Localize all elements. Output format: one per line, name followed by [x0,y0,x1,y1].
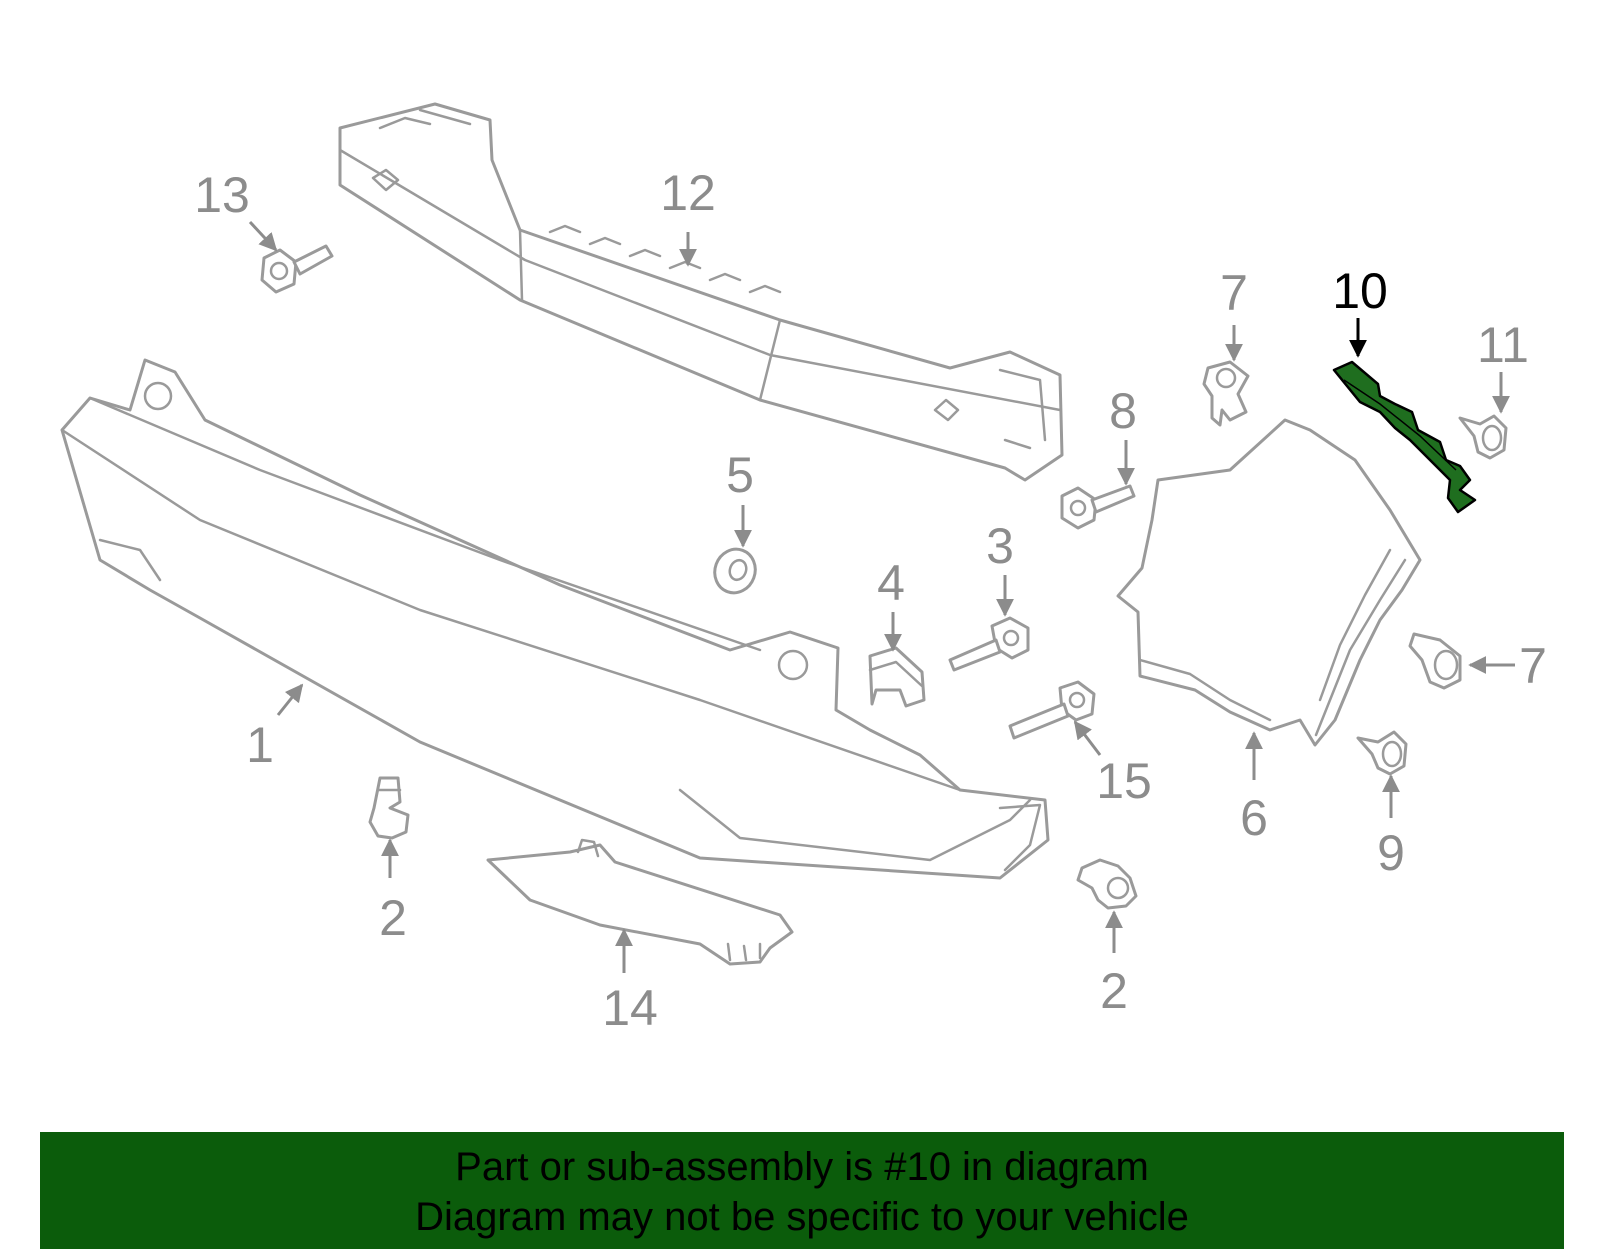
callout-7-top: 7 [1220,265,1248,321]
banner-line-2: Diagram may not be specific to your vehi… [415,1195,1189,1239]
callout-14: 14 [602,980,658,1036]
callout-5: 5 [726,447,754,503]
leader-13 [248,220,278,252]
info-banner: Part or sub-assembly is #10 in diagram D… [40,1132,1564,1249]
part-2-clip-left [368,776,410,840]
banner-line-1: Part or sub-assembly is #10 in diagram [455,1145,1149,1189]
callout-12: 12 [660,165,716,221]
part-7-clip-top [1202,360,1250,427]
part-5-washer [713,547,757,595]
part-14-lower-garnish [486,838,794,966]
callout-10: 10 [1332,263,1388,319]
callout-2-right: 2 [1100,963,1128,1019]
part-7-clip-right [1408,632,1462,690]
part-9-clip [1356,730,1408,776]
part-2-clip-right [1076,858,1138,910]
part-10-highlighted-bracket [1332,360,1477,514]
part-1-bumper-cover [60,358,1050,880]
part-15-bolt [1008,680,1096,740]
part-4-retainer [868,646,926,708]
callout-7-right: 7 [1519,638,1547,694]
callout-1: 1 [246,717,274,773]
callout-4: 4 [877,555,905,611]
callout-13: 13 [194,167,250,223]
leader-lines [248,220,1515,973]
part-12-reinforcement-beam [338,102,1064,482]
callout-6: 6 [1240,790,1268,846]
callout-8: 8 [1109,383,1137,439]
part-6-side-panel [1116,418,1422,747]
callout-3: 3 [986,518,1014,574]
leader-15 [1073,720,1102,756]
part-11-clip [1458,414,1508,460]
part-13-bolt [260,244,334,294]
leader-1 [276,683,304,716]
part-8-bolt [1060,484,1136,530]
callout-15: 15 [1096,753,1152,809]
part-3-bolt [948,616,1030,672]
callout-11: 11 [1477,317,1529,373]
callout-2-left: 2 [379,890,407,946]
callout-labels: 1 2 2 3 4 5 6 7 7 8 9 10 11 12 13 14 15 [194,165,1547,1036]
callout-9: 9 [1377,825,1405,881]
